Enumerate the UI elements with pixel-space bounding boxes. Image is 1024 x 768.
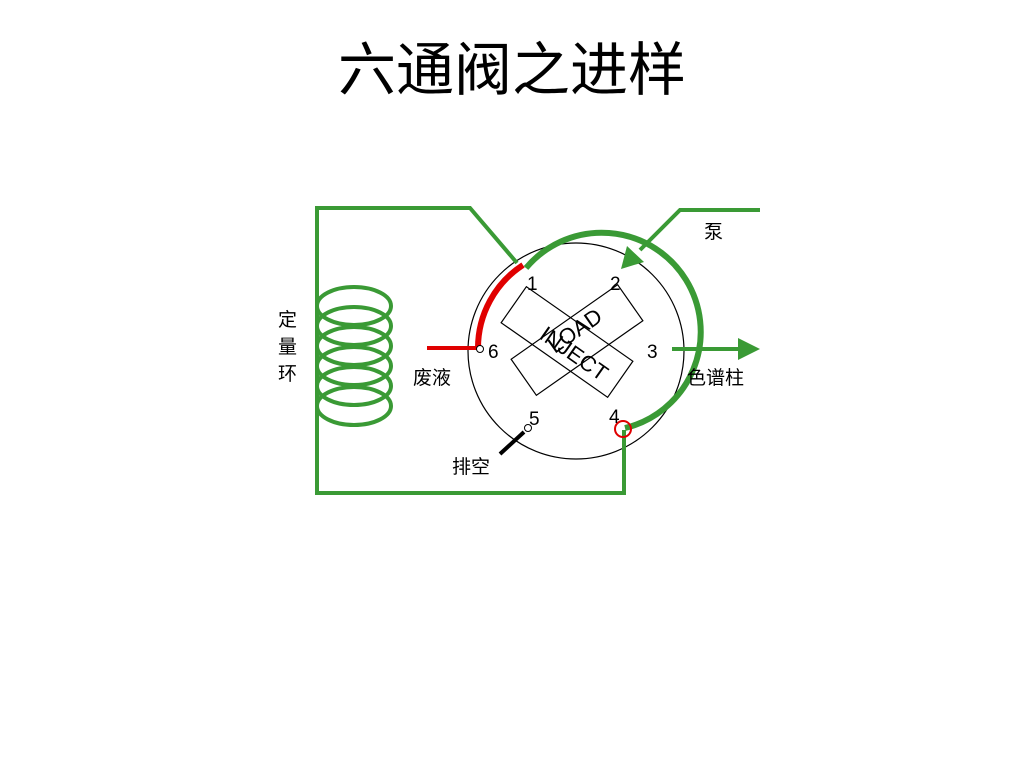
port-1-label: 1 <box>527 274 538 295</box>
sample-loop-label: 定 量 环 <box>278 309 303 385</box>
port-6-fitting <box>476 345 484 353</box>
column-outlet-arrow-icon <box>738 338 760 360</box>
port-3-label: 3 <box>647 342 658 363</box>
vent-tube <box>498 430 526 456</box>
page-title: 六通阀之进样 <box>337 36 686 104</box>
port-4-label: 4 <box>609 407 620 428</box>
pump-inlet-arrow-icon <box>621 246 644 269</box>
port-4-marker <box>614 420 632 438</box>
pump-label: 泵 <box>704 221 723 243</box>
port-6-label: 6 <box>488 342 499 363</box>
sample-loop-coil <box>315 285 393 427</box>
rotor-inject-rect <box>500 285 634 399</box>
rotor-load-rect <box>510 283 644 397</box>
waste-path-arc <box>475 262 525 349</box>
port-5-fitting <box>524 424 532 432</box>
pump-inlet-line <box>638 208 760 252</box>
port-2-label: 2 <box>610 274 621 295</box>
waste-label: 废液 <box>413 367 451 389</box>
port-5-label: 5 <box>529 409 540 430</box>
column-label: 色谱柱 <box>687 367 744 389</box>
vent-label: 排空 <box>452 456 490 478</box>
flow-path-arc <box>523 229 704 431</box>
